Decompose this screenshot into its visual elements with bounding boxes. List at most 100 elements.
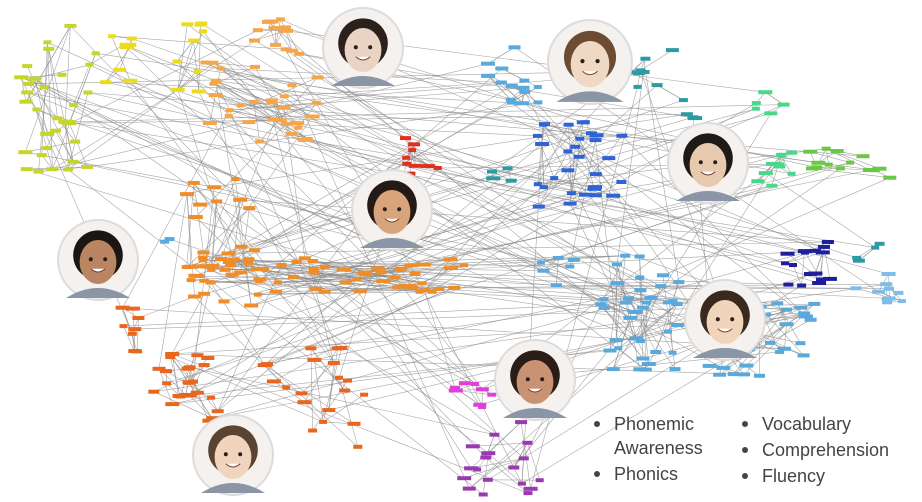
- skill-node: [638, 367, 652, 372]
- edge-line: [413, 144, 416, 166]
- skill-node: [587, 186, 602, 191]
- skill-node: [126, 36, 137, 41]
- edge-line: [186, 207, 250, 268]
- skill-node: [270, 42, 282, 47]
- skill-node: [225, 272, 239, 277]
- skill-node: [462, 486, 476, 491]
- edge-line: [310, 348, 313, 431]
- edge-line: [38, 48, 50, 172]
- edge-line: [169, 353, 213, 419]
- edge-line: [810, 151, 817, 168]
- edge-line: [271, 100, 595, 190]
- skill-node: [83, 90, 93, 95]
- edge-line: [487, 47, 515, 64]
- skill-node: [181, 22, 194, 27]
- skill-node: [319, 419, 328, 424]
- edge-line: [28, 83, 58, 119]
- skill-node: [533, 133, 542, 138]
- skill-node: [606, 367, 620, 372]
- skill-node: [775, 349, 784, 354]
- skill-node: [28, 76, 42, 81]
- edge-line: [55, 130, 74, 162]
- edge-line: [207, 116, 313, 267]
- edge-line: [487, 75, 512, 100]
- skill-node: [803, 149, 818, 154]
- edge-line: [521, 458, 525, 484]
- skill-node: [279, 94, 289, 99]
- skill-node: [19, 99, 33, 104]
- girl-photo-icon: [322, 7, 404, 89]
- edge-line: [186, 182, 195, 268]
- skill-node: [495, 80, 507, 85]
- edge-line: [158, 368, 173, 405]
- skill-node: [758, 171, 773, 176]
- skill-node: [335, 375, 344, 380]
- edge-line: [603, 299, 641, 342]
- skill-node: [612, 262, 622, 267]
- skill-node: [443, 257, 458, 262]
- skill-node: [392, 285, 402, 290]
- edge-line: [228, 241, 828, 254]
- edge-line: [470, 421, 522, 469]
- skill-node: [227, 257, 241, 262]
- edge-line: [784, 324, 787, 349]
- skill-node: [242, 120, 256, 125]
- skill-node: [471, 382, 479, 386]
- edge-line: [240, 208, 250, 273]
- edge-line: [801, 251, 805, 286]
- skill-node: [43, 46, 55, 51]
- skill-node: [616, 180, 627, 184]
- edge-line: [35, 64, 90, 79]
- edge-line: [273, 381, 305, 403]
- skill-node: [339, 280, 352, 285]
- skill-node: [449, 385, 460, 390]
- edge-line: [47, 42, 53, 170]
- skill-node: [515, 101, 530, 106]
- skill-node: [216, 66, 225, 71]
- edge-line: [187, 357, 209, 383]
- skill-node: [400, 136, 411, 141]
- skill-node: [751, 106, 760, 111]
- edge-line: [230, 258, 305, 266]
- skill-node: [57, 72, 67, 77]
- skill-node: [783, 282, 794, 287]
- skill-node: [801, 250, 809, 255]
- edge-line: [603, 298, 632, 313]
- skill-node: [33, 169, 44, 174]
- skill-node: [808, 271, 823, 276]
- edge-line: [217, 143, 543, 412]
- edge-line: [472, 442, 528, 447]
- edge-line: [554, 177, 786, 264]
- edge-line: [640, 290, 650, 365]
- skill-node: [194, 22, 207, 27]
- skill-node: [206, 263, 219, 268]
- skill-node: [508, 465, 520, 470]
- edge-line: [538, 122, 584, 207]
- skill-node: [286, 48, 299, 53]
- skill-node: [821, 240, 834, 244]
- edge-line: [193, 40, 408, 165]
- skill-node: [629, 336, 644, 341]
- edge-line: [214, 187, 670, 303]
- edge-line: [513, 307, 644, 468]
- skill-node: [188, 273, 198, 278]
- skill-node: [565, 264, 575, 269]
- skill-node: [581, 120, 590, 125]
- edge-line: [537, 124, 544, 185]
- edge-line: [153, 283, 887, 392]
- edge-line: [313, 260, 605, 309]
- skill-node: [353, 289, 367, 294]
- skill-node: [408, 142, 421, 147]
- skill-node: [402, 161, 412, 166]
- edge-line: [193, 182, 335, 364]
- skill-node: [255, 279, 264, 283]
- edge-line: [87, 92, 806, 253]
- edge-line: [656, 84, 684, 101]
- skill-node: [190, 390, 204, 395]
- skill-node: [765, 161, 780, 166]
- skill-node: [662, 300, 676, 305]
- edge-line: [527, 442, 540, 481]
- edge-line: [313, 192, 572, 273]
- edge-line: [343, 194, 596, 270]
